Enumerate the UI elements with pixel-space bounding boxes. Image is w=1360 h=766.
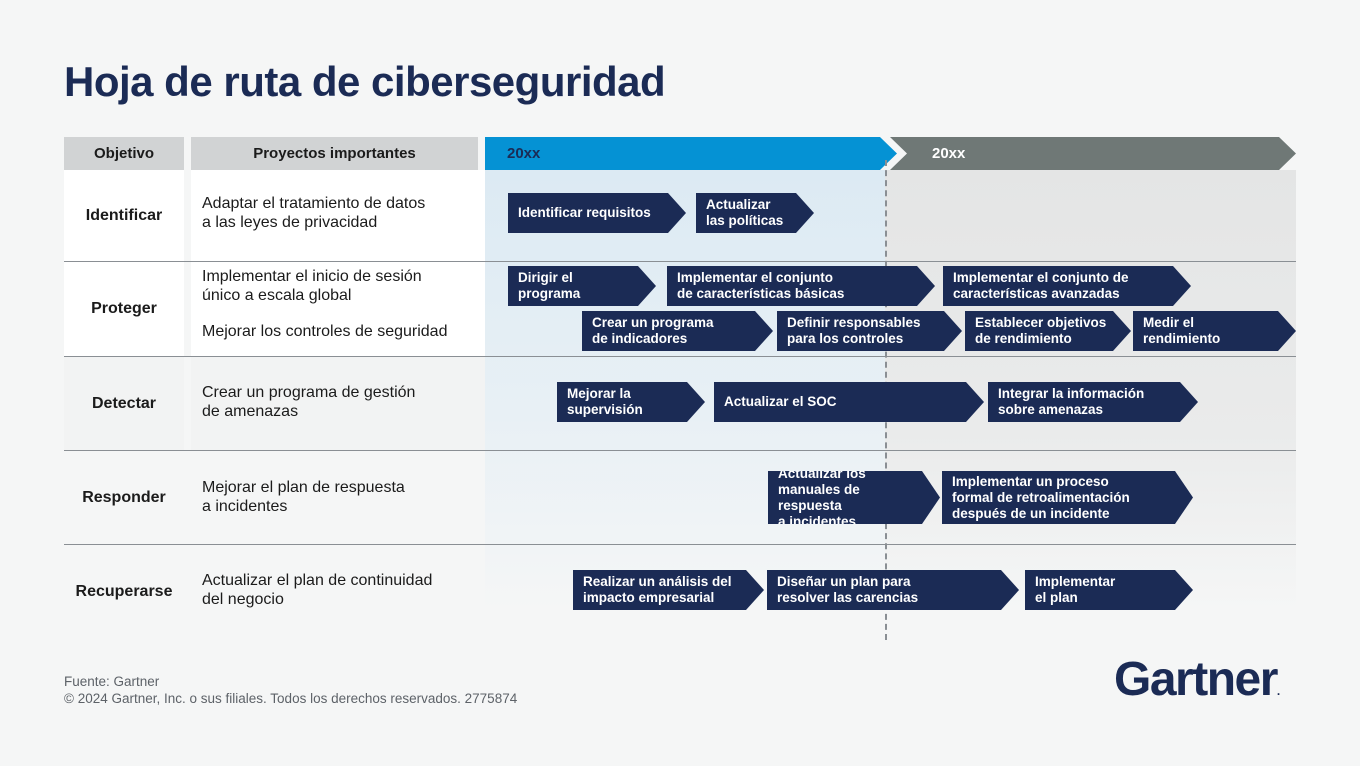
task-arrow: Dirigir el programa [508, 266, 656, 306]
objective-identificar: Identificar [64, 170, 184, 261]
row-divider [64, 356, 1296, 357]
task-arrow: Identificar requisitos [508, 193, 686, 233]
task-arrow: Actualizar el SOC [714, 382, 984, 422]
objective-detectar: Detectar [64, 357, 184, 450]
footer: Fuente: Gartner © 2024 Gartner, Inc. o s… [64, 673, 517, 707]
row-divider [64, 450, 1296, 451]
task-arrow: Realizar un análisis del impacto empresa… [573, 570, 764, 610]
gartner-logo: Gartner. [1114, 653, 1281, 706]
project-text: Implementar el inicio de sesión único a … [202, 268, 422, 304]
project-cell-detectar [191, 357, 485, 450]
task-arrow: Crear un programa de indicadores [582, 311, 773, 351]
row-divider [64, 544, 1296, 545]
project-cell-identificar [191, 170, 485, 261]
task-arrow: Establecer objetivos de rendimiento [965, 311, 1131, 351]
header-year-1: 20xx [485, 137, 897, 170]
objective-recuperarse: Recuperarse [64, 545, 184, 638]
row-divider [64, 261, 1296, 262]
header-year-2: 20xx [890, 137, 1296, 170]
page-title: Hoja de ruta de ciberseguridad [64, 58, 666, 105]
task-arrow: Medir el rendimiento [1133, 311, 1296, 351]
task-arrow: Integrar la información sobre amenazas [988, 382, 1198, 422]
task-arrow: Implementar el conjunto de característic… [943, 266, 1191, 306]
task-arrow: Implementar un proceso formal de retroal… [942, 471, 1193, 524]
header-objective: Objetivo [64, 137, 184, 170]
task-arrow: Actualizar las políticas [696, 193, 814, 233]
project-text: Mejorar los controles de seguridad [202, 323, 448, 340]
project-text: Crear un programa de gestión de amenazas [202, 384, 416, 420]
project-text: Actualizar el plan de continuidad del ne… [202, 572, 433, 608]
task-arrow: Diseñar un plan para resolver las carenc… [767, 570, 1019, 610]
objective-proteger: Proteger [64, 262, 184, 356]
task-arrow: Definir responsables para los controles [777, 311, 962, 351]
objective-responder: Responder [64, 451, 184, 544]
footer-source: Fuente: Gartner [64, 674, 160, 689]
task-arrow: Implementar el plan [1025, 570, 1193, 610]
task-arrow: Actualizar los manuales de respuesta a i… [768, 471, 940, 524]
task-arrow: Implementar el conjunto de característic… [667, 266, 935, 306]
task-arrow: Mejorar la supervisión [557, 382, 705, 422]
project-text: Adaptar el tratamiento de datos a las le… [202, 195, 426, 231]
project-cell-proteger [191, 262, 485, 356]
header-projects: Proyectos importantes [191, 137, 478, 170]
project-text: Mejorar el plan de respuesta a incidente… [202, 479, 405, 515]
footer-copyright: © 2024 Gartner, Inc. o sus filiales. Tod… [64, 691, 518, 706]
